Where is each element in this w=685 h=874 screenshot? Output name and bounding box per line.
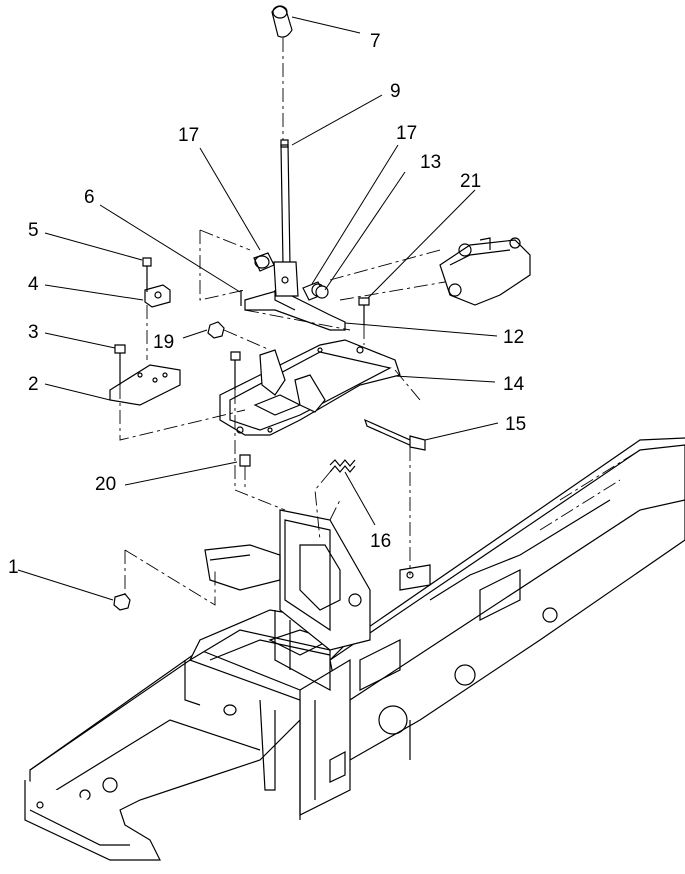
callout-13: 13 <box>420 152 441 173</box>
callout-9: 9 <box>390 81 401 102</box>
bolt-3 <box>114 344 126 385</box>
pin-15 <box>364 418 426 451</box>
washer <box>315 285 329 299</box>
spacer-left <box>253 252 275 272</box>
spring-16 <box>329 459 356 473</box>
shift-lever <box>273 139 299 297</box>
callout-17b: 17 <box>396 123 417 144</box>
callout-5: 5 <box>28 220 39 241</box>
bolt-21 <box>358 297 370 325</box>
callout-4: 4 <box>28 274 39 295</box>
bolt-plate <box>230 351 241 390</box>
callout-12: 12 <box>503 327 524 348</box>
callout-21: 21 <box>460 171 481 192</box>
mounting-plate <box>219 339 401 436</box>
callout-3: 3 <box>28 322 39 343</box>
hydrostat-pump <box>439 237 531 306</box>
callout-14: 14 <box>503 374 525 395</box>
callout-labels: 7 9 17 17 13 21 6 5 4 3 19 12 2 14 15 20… <box>8 31 526 578</box>
main-frame <box>24 437 685 861</box>
callout-6: 6 <box>84 187 95 208</box>
block-4 <box>144 284 171 308</box>
callout-20: 20 <box>95 474 116 495</box>
bushing-20 <box>239 454 251 467</box>
callout-2: 2 <box>28 374 39 395</box>
callout-7: 7 <box>370 31 381 52</box>
callout-16: 16 <box>370 531 391 552</box>
lever-knob <box>271 5 293 38</box>
callout-1: 1 <box>8 557 19 578</box>
nut-19 <box>207 321 225 339</box>
screw-5 <box>142 257 152 292</box>
assembly-guides <box>119 38 446 606</box>
pivot-bracket <box>244 289 346 331</box>
callout-15: 15 <box>505 414 526 435</box>
leader-lines <box>17 16 499 601</box>
callout-17a: 17 <box>178 125 199 146</box>
nut-1 <box>113 593 131 611</box>
callout-19: 19 <box>153 332 174 353</box>
